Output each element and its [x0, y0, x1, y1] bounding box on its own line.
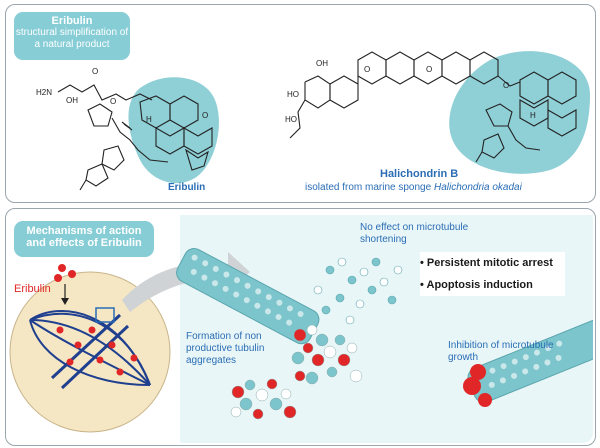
zoom-region-box	[95, 307, 115, 323]
tubulin-aggregate-1	[291, 324, 363, 385]
eribulin-molecules-spindle	[56, 326, 138, 376]
atom-oh-2: OH	[316, 59, 328, 68]
atom-ho-1: HO	[287, 90, 299, 99]
atom-o-1: O	[92, 67, 98, 76]
eribulin-label: Eribulin	[168, 182, 206, 193]
eribulin-cap	[463, 377, 481, 395]
effects-list: Persistent mitotic arrest Apoptosis indu…	[420, 252, 565, 296]
eribulin-structure	[57, 84, 213, 191]
atom-o-4: O	[364, 65, 370, 74]
mechanism-title-pill: Mechanisms of action and effects of Erib…	[14, 221, 154, 257]
mitotic-spindle	[29, 310, 151, 390]
atom-h2n: H2N	[36, 88, 52, 97]
formation-label: Formation of non productive tubulin aggr…	[186, 331, 264, 367]
eribulin-molecules-free	[54, 264, 76, 282]
microtubule-shrinking	[176, 248, 320, 345]
eribulin-title-pill: Eribulin structural simplification of a …	[14, 12, 130, 60]
drug-entry-arrowhead	[61, 298, 69, 305]
source-prefix: isolated from marine sponge	[305, 182, 434, 193]
formation-line-2: productive tubulin	[186, 343, 265, 354]
tubulin-aggregate-2	[230, 378, 297, 420]
atom-h-2: H	[530, 111, 536, 120]
no-effect-label: No effect on microtubule shortening	[360, 222, 468, 246]
inhibition-line-1: Inhibition of microtubule	[448, 340, 554, 351]
effect-item: Persistent mitotic arrest	[420, 252, 565, 274]
eribulin-cap	[470, 364, 486, 380]
mechanism-line-2: and effects of Eribulin	[26, 237, 142, 249]
effect-item: Apoptosis induction	[420, 274, 565, 296]
pill-title: Eribulin	[51, 15, 93, 27]
mechanism-line-1: Mechanisms of action	[26, 225, 142, 237]
halichondrin-structure	[289, 51, 577, 163]
no-effect-line-2: shortening	[360, 234, 407, 245]
eribulin-cap	[478, 393, 492, 407]
free-tubulin	[313, 257, 403, 325]
halichondrin-source: isolated from marine sponge Halichondria…	[305, 182, 522, 193]
inhibition-label: Inhibition of microtubule growth	[448, 340, 554, 364]
atom-ho-2: HO	[285, 115, 297, 124]
formation-line-3: aggregates	[186, 355, 237, 366]
atom-o-2: O	[110, 97, 116, 106]
formation-line-1: Formation of non	[186, 331, 262, 342]
atom-o-3: O	[202, 111, 208, 120]
atom-oh-1: OH	[66, 96, 78, 105]
atom-o-5: O	[426, 65, 432, 74]
halichondrin-label: Halichondrin B	[380, 168, 459, 180]
inhibition-line-2: growth	[448, 352, 479, 363]
pill-line-1: structural simplification of	[15, 27, 129, 38]
atom-h-1: H	[146, 115, 152, 124]
eribulin-drug-label: Eribulin	[14, 283, 51, 295]
source-species: Halichondria okadai	[433, 182, 522, 193]
atom-o-6: O	[503, 81, 509, 90]
pill-line-2: a natural product	[34, 39, 110, 50]
no-effect-line-1: No effect on microtubule	[360, 222, 469, 233]
